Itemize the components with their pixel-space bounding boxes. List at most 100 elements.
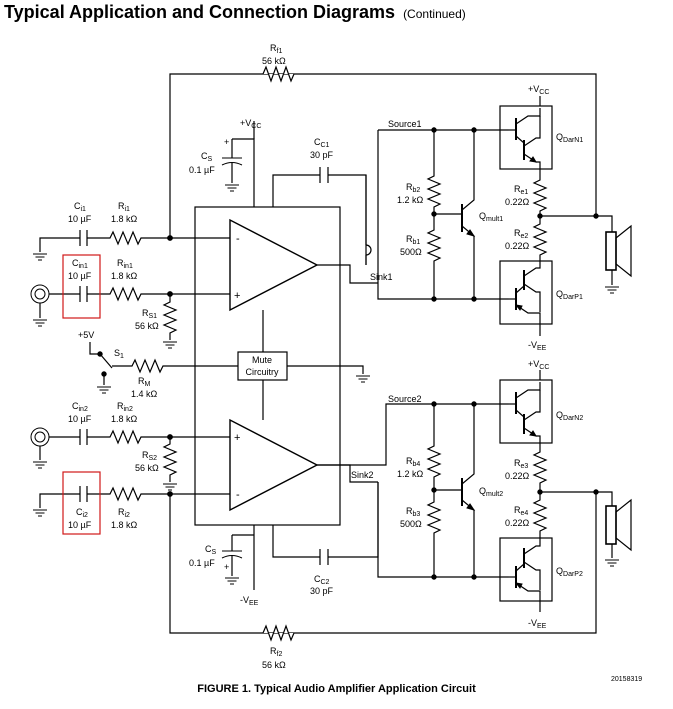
svg-text:Ci2: Ci2 <box>76 507 88 519</box>
svg-text:+: + <box>224 562 229 572</box>
svg-text:500Ω: 500Ω <box>400 519 422 529</box>
mute-label-line1: Mute <box>252 355 272 365</box>
svg-text:Source2: Source2 <box>388 394 422 404</box>
svg-text:0.22Ω: 0.22Ω <box>505 518 530 528</box>
svg-text:Re3: Re3 <box>514 458 528 470</box>
svg-text:Re2: Re2 <box>514 228 528 240</box>
svg-text:Rb3: Rb3 <box>406 506 420 518</box>
svg-text:1.8 kΩ: 1.8 kΩ <box>111 214 138 224</box>
rs2-resistor: RS2 56 kΩ <box>135 437 178 491</box>
svg-text:S1: S1 <box>114 348 124 360</box>
title-text: Typical Application and Connection Diagr… <box>4 2 396 22</box>
rf1-label: Rf1 56 kΩ <box>262 43 286 66</box>
cs-top-capacitor: + CS 0.1 µF <box>189 137 255 207</box>
op-amp-1: - + <box>229 218 319 312</box>
cs-top-plus: + <box>224 137 229 147</box>
svg-text:1.8 kΩ: 1.8 kΩ <box>111 520 138 530</box>
cs-bottom-capacitor: CS 0.1 µF + <box>189 525 255 590</box>
figure-caption: FIGURE 1. Typical Audio Amplifier Applic… <box>197 683 476 695</box>
feedback-loop-top <box>169 65 597 238</box>
svg-text:1.8 kΩ: 1.8 kΩ <box>111 271 138 281</box>
svg-text:Re4: Re4 <box>514 505 528 517</box>
svg-text:Sink1: Sink1 <box>370 272 393 282</box>
svg-text:Rf1: Rf1 <box>270 43 282 55</box>
svg-text:-VEE: -VEE <box>240 595 259 607</box>
svg-text:RM: RM <box>138 376 151 388</box>
svg-text:30 pF: 30 pF <box>310 150 334 160</box>
cs-top-value: 0.1 µF <box>189 165 215 175</box>
figure-id: 20158319 <box>611 676 643 683</box>
op-amp-1-plus: + <box>234 290 240 302</box>
svg-text:CC1: CC1 <box>314 137 330 149</box>
svg-text:Ri1: Ri1 <box>118 201 130 213</box>
svg-text:+VCC: +VCC <box>528 359 549 371</box>
op-amp-1-minus: - <box>236 233 240 245</box>
svg-text:-VEE: -VEE <box>528 618 547 630</box>
vcc-top-ic: +VCC <box>240 118 261 139</box>
svg-text:CS: CS <box>205 544 217 556</box>
svg-text:+5V: +5V <box>78 330 94 340</box>
ci2-ri2-branch: Ci2 10 µF Ri2 1.8 kΩ <box>32 471 195 535</box>
page-title: Typical Application and Connection Diagr… <box>4 2 466 23</box>
highlight-cin1 <box>62 254 101 319</box>
ci1-ri1-branch: Ci1 10 µF Ri1 1.8 kΩ <box>32 201 195 261</box>
svg-text:Rin1: Rin1 <box>117 258 133 270</box>
svg-text:QDarP2: QDarP2 <box>556 566 583 578</box>
svg-text:10 µF: 10 µF <box>68 414 92 424</box>
highlight-ci2 <box>62 471 101 535</box>
svg-text:0.1 µF: 0.1 µF <box>189 558 215 568</box>
svg-text:Rb1: Rb1 <box>406 234 420 246</box>
svg-text:1.8 kΩ: 1.8 kΩ <box>111 414 138 424</box>
svg-text:1.2 kΩ: 1.2 kΩ <box>397 469 424 479</box>
rs1-resistor: RS1 56 kΩ <box>135 294 178 349</box>
svg-text:Ri2: Ri2 <box>118 507 130 519</box>
svg-text:1.4 kΩ: 1.4 kΩ <box>131 389 158 399</box>
svg-text:500Ω: 500Ω <box>400 247 422 257</box>
svg-text:0.22Ω: 0.22Ω <box>505 241 530 251</box>
svg-text:0.22Ω: 0.22Ω <box>505 197 530 207</box>
svg-text:Rb2: Rb2 <box>406 182 420 194</box>
svg-text:Cin1: Cin1 <box>72 258 88 270</box>
svg-text:56 kΩ: 56 kΩ <box>135 321 159 331</box>
title-subtitle: (Continued) <box>403 7 466 21</box>
cin1-rin1-branch: Cin1 10 µF Rin1 1.8 kΩ <box>30 254 195 327</box>
op-amp-2: + - <box>229 418 319 512</box>
svg-text:Rb4: Rb4 <box>406 456 420 468</box>
svg-text:-VEE: -VEE <box>528 340 547 352</box>
feedback-loop-bottom <box>169 492 597 642</box>
svg-text:Rin2: Rin2 <box>117 401 133 413</box>
rf2-label: Rf2 56 kΩ <box>262 646 286 670</box>
svg-text:Qmult1: Qmult1 <box>479 211 503 223</box>
svg-text:56 kΩ: 56 kΩ <box>262 660 286 670</box>
svg-text:+VCC: +VCC <box>528 84 549 96</box>
svg-text:56 kΩ: 56 kΩ <box>135 463 159 473</box>
svg-text:10 µF: 10 µF <box>68 214 92 224</box>
svg-text:10 µF: 10 µF <box>68 520 92 530</box>
svg-text:Qmult2: Qmult2 <box>479 486 503 498</box>
output-stage-1: Source1 Sink1 Rb2 1.2 kΩ Rb1 500Ω Qmult1 <box>360 84 632 352</box>
svg-text:1.2 kΩ: 1.2 kΩ <box>397 195 424 205</box>
mute-switch-s1: +5V S1 RM 1.4 kΩ <box>78 330 210 399</box>
svg-text:QDarN2: QDarN2 <box>556 410 583 422</box>
svg-text:Re1: Re1 <box>514 184 528 196</box>
svg-text:Rf2: Rf2 <box>270 646 282 658</box>
output-stage-2: Sink2 Source2 Rb4 1.2 kΩ Rb3 500Ω Qmult2… <box>317 359 632 630</box>
svg-text:RS1: RS1 <box>142 308 157 320</box>
op-amp-2-plus: + <box>234 432 240 444</box>
svg-text:+VCC: +VCC <box>240 118 261 130</box>
svg-text:30 pF: 30 pF <box>310 586 334 596</box>
vee-bottom-ic: -VEE <box>240 595 259 607</box>
cc2-capacitor: CC2 30 pF <box>272 482 379 596</box>
svg-text:Sink2: Sink2 <box>351 470 374 480</box>
svg-text:10 µF: 10 µF <box>68 271 92 281</box>
svg-text:CC2: CC2 <box>314 574 330 586</box>
svg-text:RS2: RS2 <box>142 450 157 462</box>
mute-circuitry-block: Mute Circuitry <box>237 351 288 381</box>
cin2-rin2-branch: Cin2 10 µF Rin2 1.8 kΩ <box>30 401 195 469</box>
svg-text:QDarN1: QDarN1 <box>556 132 583 144</box>
svg-text:56 kΩ: 56 kΩ <box>262 56 286 66</box>
mute-label-line2: Circuitry <box>246 367 279 377</box>
svg-text:Source1: Source1 <box>388 119 422 129</box>
svg-text:QDarP1: QDarP1 <box>556 289 583 301</box>
svg-text:Cin2: Cin2 <box>72 401 88 413</box>
